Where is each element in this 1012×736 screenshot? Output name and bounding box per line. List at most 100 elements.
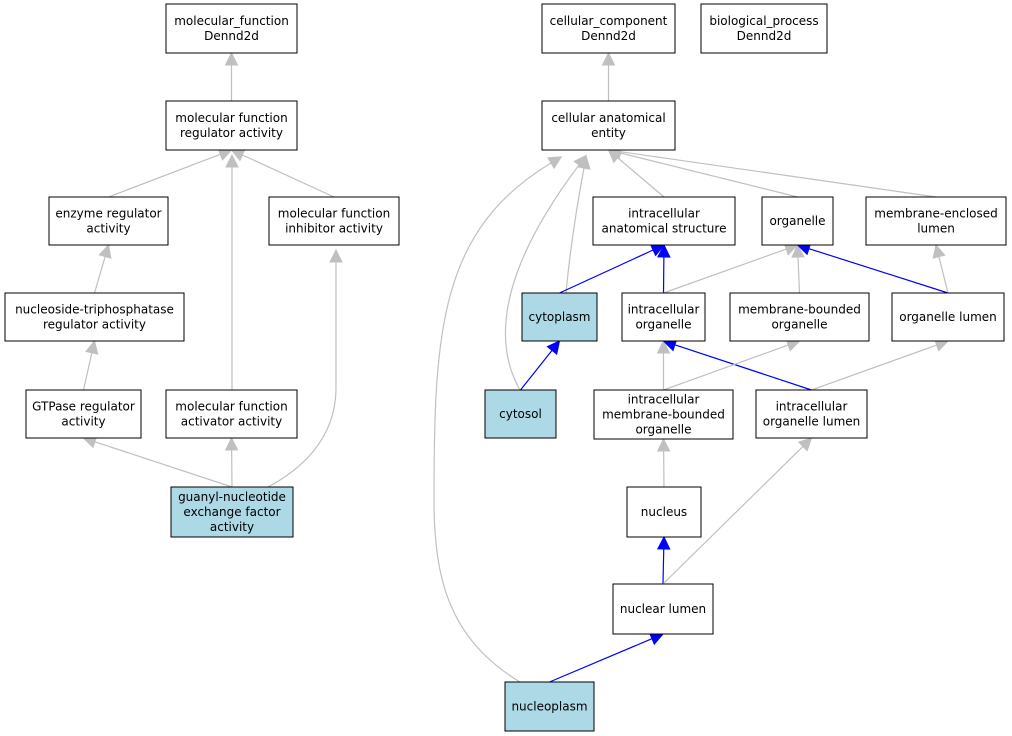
edge-cytosol-to-cytoplasm <box>520 340 561 391</box>
node-label-line: cytoplasm <box>529 310 591 324</box>
node-label-line: nucleus <box>641 505 687 519</box>
node-label-line: inhibitor activity <box>285 222 383 236</box>
node-label-line: Dennd2d <box>737 29 792 43</box>
node-label-line: organelle <box>769 214 825 228</box>
node-label-line: guanyl-nucleotide <box>178 490 286 504</box>
edge-gnef-to-gtpase_regulator <box>82 435 233 488</box>
node-box <box>621 292 706 342</box>
node-box <box>593 389 734 440</box>
edge-nuclear_lumen-to-iol <box>662 437 813 585</box>
edge-iol-to-io <box>662 338 812 391</box>
edge-iol-to-organelle_lumen <box>811 338 950 391</box>
node-label-line: regulator activity <box>180 126 283 140</box>
node-label-line: organelle <box>771 318 827 332</box>
node-box <box>761 196 834 246</box>
node-box <box>865 196 1007 246</box>
node-label-line: lumen <box>917 222 955 236</box>
node-label-line: nucleoplasm <box>511 700 587 714</box>
node-label-line: biological_process <box>709 14 818 28</box>
node-cytoplasm[interactable]: cytoplasm <box>521 292 598 342</box>
node-label-line: activity <box>210 520 254 534</box>
edge-gtpase_regulator-to-ntpase_regulator <box>82 339 99 391</box>
node-label-line: membrane-bounded <box>738 303 861 317</box>
node-box <box>626 486 702 538</box>
edge-imbo-to-mbo <box>663 338 801 391</box>
node-label-line: cytosol <box>499 407 542 421</box>
edge-gnef-to-mf_inhibitor <box>267 248 343 488</box>
node-label-line: entity <box>591 126 626 140</box>
edge-gnef-to-mf_activator <box>224 436 239 488</box>
node-box <box>25 389 142 439</box>
edge-cytosol-to-cae <box>504 154 587 391</box>
node-box <box>170 486 294 538</box>
node-label-line: activity <box>86 222 130 236</box>
edge-nucleoplasm-to-nuclear_lumen <box>549 632 665 683</box>
edge-nuclear_lumen-to-nucleus <box>656 535 671 585</box>
node-box <box>729 292 870 342</box>
edge-cytoplasm-to-ias <box>559 244 666 294</box>
edge-io-to-ias <box>657 243 671 294</box>
node-label-line: exchange factor <box>183 505 280 519</box>
node-box <box>891 292 1005 342</box>
node-label-line: Dennd2d <box>204 29 259 43</box>
node-box <box>700 3 828 54</box>
node-label-line: organelle <box>635 423 691 437</box>
node-label-line: Dennd2d <box>581 29 636 43</box>
edge-organelle_lumen-to-mel <box>932 243 949 294</box>
node-label-line: molecular_function <box>174 14 289 28</box>
node-label-line: organelle lumen <box>899 310 997 324</box>
node-nuclear-lumen[interactable]: nuclear lumen <box>612 583 714 635</box>
edges-layer <box>82 51 950 683</box>
node-box <box>4 292 185 342</box>
node-label-line: enzyme regulator <box>55 207 161 221</box>
edge-mel-to-cae <box>607 145 937 198</box>
node-label-line: molecular function <box>278 207 390 221</box>
node-nucleoplasm[interactable]: nucleoplasm <box>504 681 595 732</box>
node-label-line: intracellular <box>628 207 700 221</box>
edge-ntpase_regulator-to-enzyme_regulator <box>93 243 112 294</box>
node-organelle[interactable]: organelle <box>761 196 834 246</box>
node-label-line: intracellular <box>776 400 848 414</box>
node-nucleus[interactable]: nucleus <box>626 486 702 538</box>
edge-nucleus-to-imbo <box>656 437 671 488</box>
node-label-line: molecular function <box>175 400 287 414</box>
node-box <box>165 3 298 54</box>
node-box <box>484 389 557 439</box>
node-label-line: regulator activity <box>43 318 146 332</box>
node-label-line: cellular anatomical <box>551 111 665 125</box>
node-label-line: organelle <box>635 318 691 332</box>
edge-nucleoplasm-to-cae <box>433 156 563 683</box>
node-box <box>48 196 169 246</box>
edge-imbo-to-io <box>656 339 671 390</box>
edge-mbo-to-organelle <box>791 243 805 294</box>
node-label-line: intracellular <box>628 393 700 407</box>
node-label-line: GTPase regulator <box>32 400 135 414</box>
node-cytosol[interactable]: cytosol <box>484 389 557 439</box>
node-box <box>521 292 598 342</box>
node-organelle-lumen[interactable]: organelle lumen <box>891 292 1005 342</box>
edge-mf_activator-to-mf_regulator <box>225 153 239 390</box>
node-label-line: nucleoside-triphosphatase <box>15 303 174 317</box>
node-label-line: cellular_component <box>550 14 668 28</box>
node-label-line: organelle lumen <box>763 415 861 429</box>
node-label-line: membrane-enclosed <box>874 207 998 221</box>
